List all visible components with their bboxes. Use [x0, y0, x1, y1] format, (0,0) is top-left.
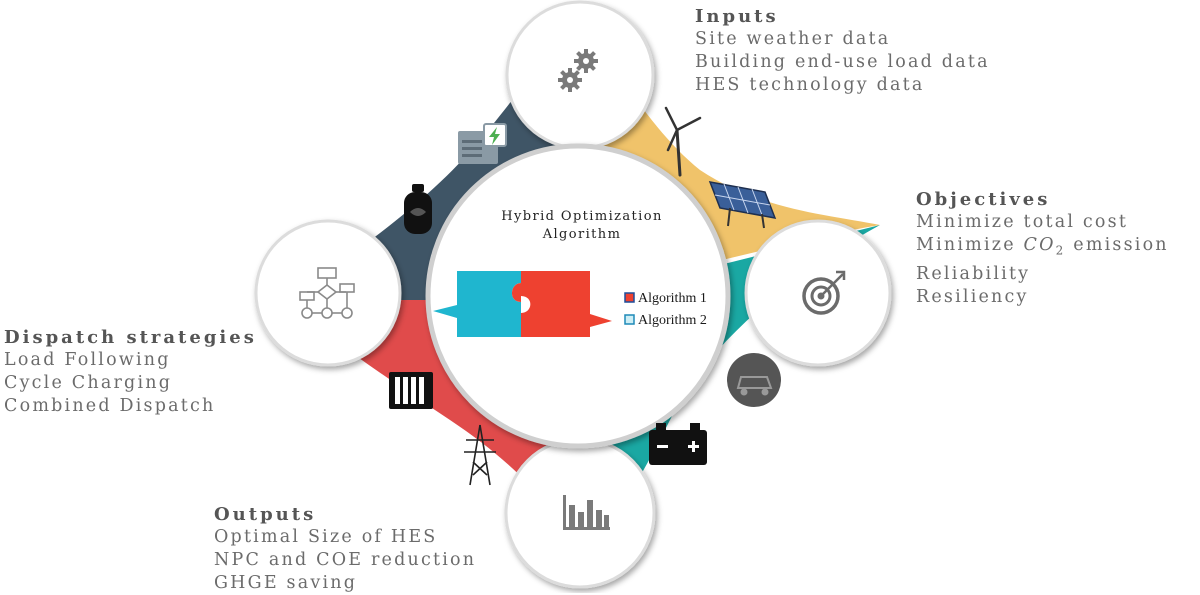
objectives-emission-subscript: 2 — [1055, 243, 1066, 258]
dispatch-item-load-following: Load Following — [4, 350, 171, 370]
solar-panel-icon — [708, 181, 777, 229]
flowchart-icon — [299, 267, 355, 319]
outputs-item-npc: NPC and COE reduction — [214, 550, 477, 570]
inputs-circle — [505, 0, 655, 150]
objectives-item-emission: Minimize CO2 emission — [916, 234, 1169, 263]
dispatch-item-combined: Combined Dispatch — [4, 396, 216, 416]
dispatch-circle — [254, 219, 402, 367]
objectives-item-reliability: Reliability — [916, 263, 1031, 284]
algorithm-legend: Algorithm 1 Algorithm 2 — [624, 291, 707, 328]
inputs-item-hes: HES technology data — [695, 75, 925, 95]
legend-swatch-1 — [624, 292, 635, 303]
dispatch-label: Dispatch strategies Load Following Cycle… — [4, 326, 257, 418]
objectives-circle — [744, 219, 892, 367]
outputs-heading: Outputs — [214, 504, 317, 525]
gas-cylinder-icon — [404, 184, 432, 234]
center-title-line1: Hybrid Optimization — [501, 209, 662, 224]
objectives-emission-prefix: Minimize — [916, 235, 1024, 255]
radiator-icon — [389, 372, 433, 409]
dispatch-heading: Dispatch strategies — [4, 327, 257, 348]
battery-icon — [649, 423, 707, 465]
inputs-item-weather: Site weather data — [695, 29, 891, 49]
legend-swatch-2 — [624, 314, 635, 325]
gears-icon — [558, 49, 598, 92]
objectives-item-resiliency: Resiliency — [916, 286, 1029, 307]
legend-label-1: Algorithm 1 — [638, 291, 707, 306]
objectives-item-cost: Minimize total cost — [916, 212, 1129, 232]
objectives-emission-formula: CO — [1023, 235, 1056, 255]
outputs-item-size: Optimal Size of HES — [214, 527, 438, 547]
dispatch-item-cycle-charging: Cycle Charging — [4, 373, 173, 393]
satellite-circles — [254, 0, 892, 589]
bar-chart-icon — [563, 495, 610, 530]
inputs-heading: Inputs — [695, 6, 779, 27]
center-title-line2: Algorithm — [542, 227, 622, 242]
objectives-heading: Objectives — [916, 189, 1051, 210]
objectives-emission-suffix: emission — [1065, 235, 1169, 255]
puzzle-right-piece — [511, 271, 612, 337]
outputs-label: Outputs Optimal Size of HES NPC and COE … — [214, 503, 476, 595]
inputs-label: Inputs Site weather data Building end-us… — [695, 5, 990, 97]
generator-icon — [458, 123, 507, 164]
transmission-tower-icon — [464, 424, 496, 486]
puzzle-left-piece — [433, 271, 521, 337]
puzzle-icon — [433, 271, 612, 337]
legend-label-2: Algorithm 2 — [638, 313, 707, 328]
target-icon — [802, 270, 846, 315]
objectives-label: Objectives Minimize total cost Minimize … — [916, 188, 1169, 309]
inputs-item-load: Building end-use load data — [695, 52, 990, 72]
electric-car-icon — [727, 353, 781, 407]
wind-turbine-icon — [664, 106, 702, 177]
outputs-item-ghge: GHGE saving — [214, 573, 358, 593]
